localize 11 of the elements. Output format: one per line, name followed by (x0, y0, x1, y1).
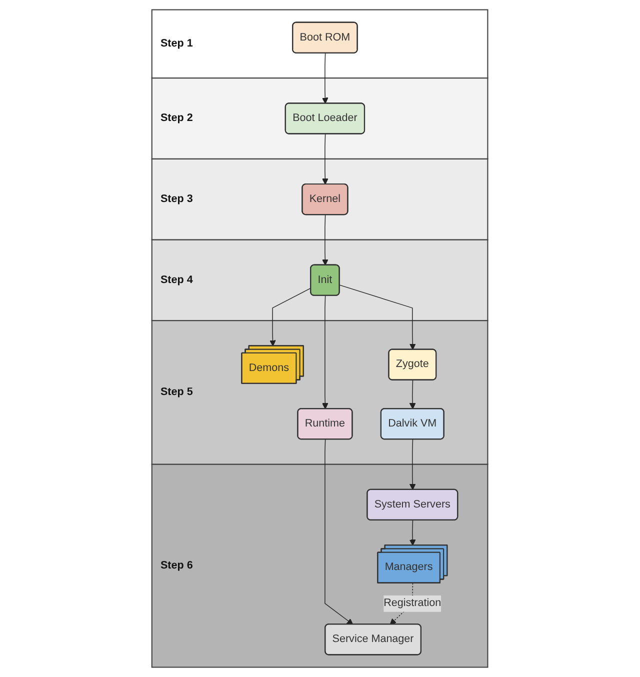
arrow (410, 520, 416, 546)
arrow (270, 288, 312, 346)
arrow (324, 439, 354, 625)
edge-label: Registration (384, 596, 442, 610)
arrow (322, 134, 328, 185)
arrow (322, 52, 328, 104)
arrow (340, 284, 416, 350)
arrow (322, 295, 328, 410)
arrow (322, 214, 328, 266)
arrow (410, 439, 416, 490)
arrow (410, 380, 416, 410)
